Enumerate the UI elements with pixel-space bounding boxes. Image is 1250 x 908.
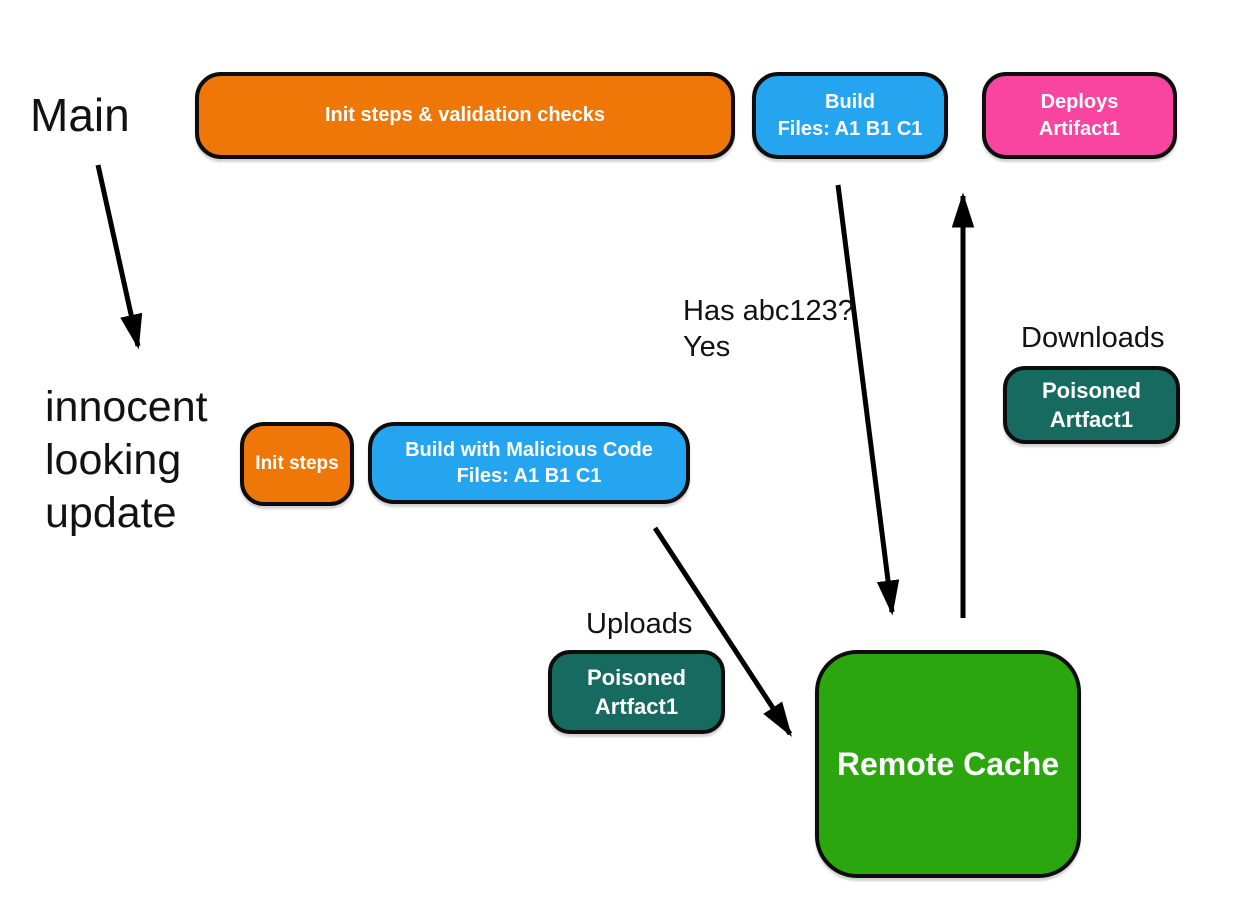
arrow-main-to-innocent-update xyxy=(95,164,143,350)
has-abc123-query-label: Has abc123? Yes xyxy=(683,295,854,363)
node-poisoned-artifact-download: Poisoned Artfact1 xyxy=(1003,366,1180,444)
node-build-malicious-line2: Files: A1 B1 C1 xyxy=(456,465,602,487)
node-poisoned-artifact-upload: Poisoned Artfact1 xyxy=(548,650,725,734)
node-deploys-line1: Deploys xyxy=(1040,91,1119,114)
node-deploys-artifact1: Deploys Artifact1 xyxy=(982,72,1177,159)
innocent-update-label: innocent looking update xyxy=(45,383,208,537)
node-init-steps-text: Init steps xyxy=(255,453,339,475)
node-poisoned-upload-line2: Artfact1 xyxy=(594,694,679,719)
node-build-line2: Files: A1 B1 C1 xyxy=(777,117,923,140)
node-build-line1: Build xyxy=(825,91,875,114)
node-init-steps: Init steps xyxy=(240,422,354,506)
node-init-validation-text: Init steps & validation checks xyxy=(324,104,606,127)
uploads-label: Uploads xyxy=(586,608,693,640)
node-build: Build Files: A1 B1 C1 xyxy=(752,72,948,159)
node-build-malicious-line1: Build with Malicious Code xyxy=(405,438,653,461)
node-remote-cache: Remote Cache xyxy=(815,650,1081,878)
downloads-label: Downloads xyxy=(1021,322,1165,354)
node-remote-cache-text: Remote Cache xyxy=(836,745,1060,782)
arrow-build-to-remote-cache-query xyxy=(835,184,900,616)
node-init-validation-checks: Init steps & validation checks xyxy=(195,72,735,159)
node-deploys-line2: Artifact1 xyxy=(1038,117,1121,140)
main-branch-label: Main xyxy=(30,89,130,141)
node-poisoned-download-line2: Artfact1 xyxy=(1049,407,1134,432)
node-build-with-malicious-code: Build with Malicious Code Files: A1 B1 C… xyxy=(368,422,690,504)
node-poisoned-upload-line1: Poisoned xyxy=(586,664,686,690)
node-poisoned-download-line1: Poisoned xyxy=(1041,377,1141,403)
